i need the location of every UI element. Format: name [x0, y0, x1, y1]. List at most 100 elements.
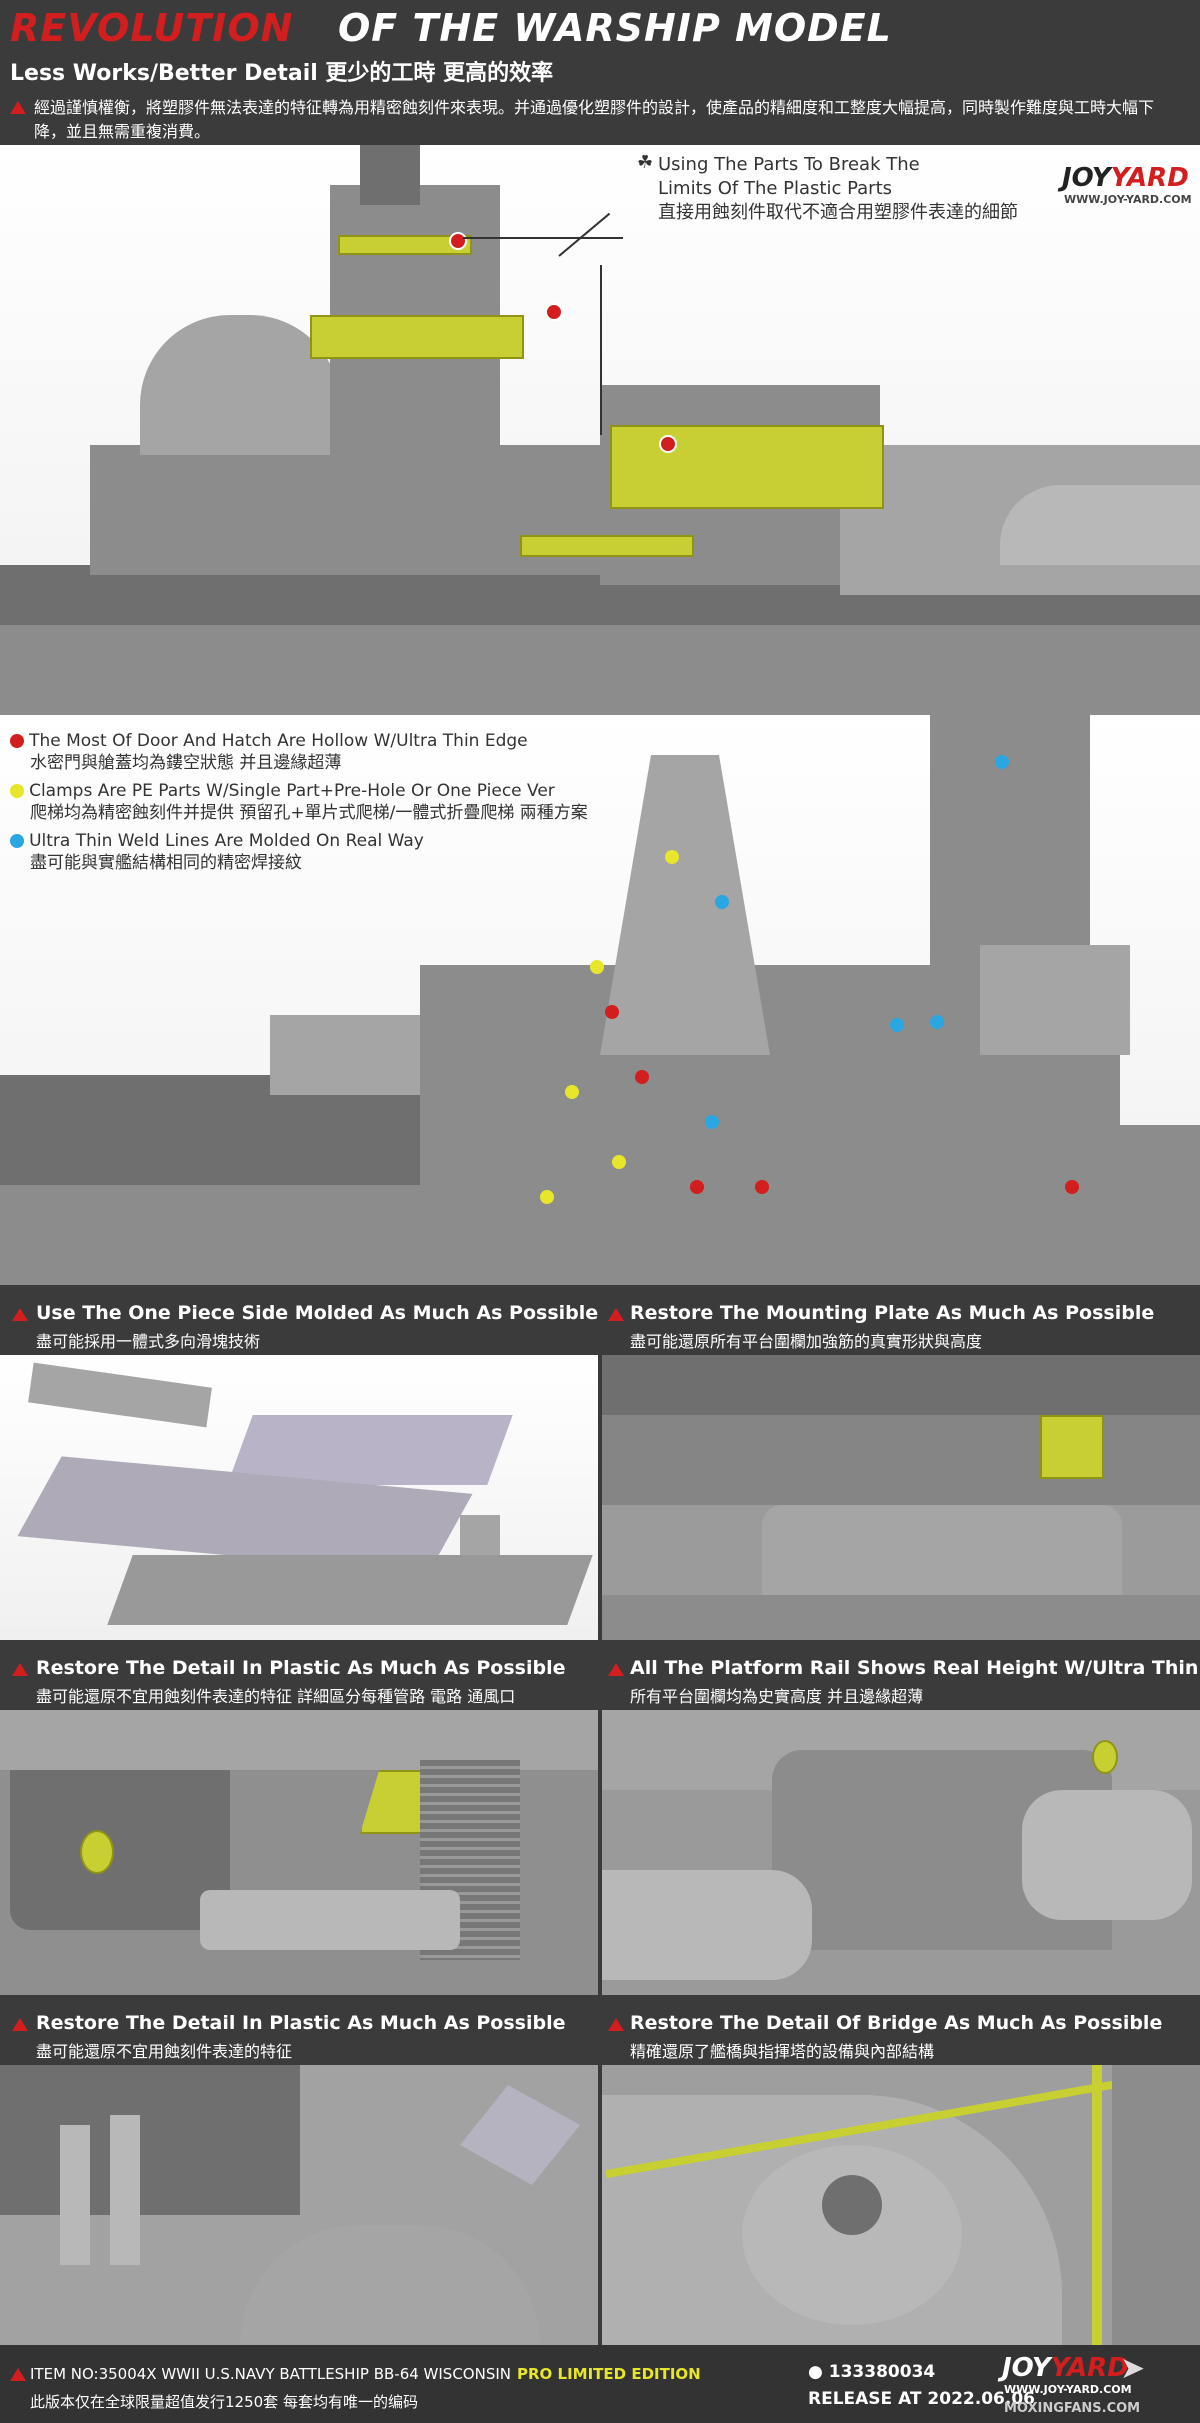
upper-platforms [602, 1355, 1200, 1415]
marker-yellow [565, 1085, 579, 1099]
warning-triangle-icon [10, 2368, 26, 2381]
marker-blue [890, 1018, 904, 1032]
joyyard-logo-footer: JOYYARD [1002, 2353, 1129, 2383]
header: REVOLUTION OF THE WARSHIP MODEL Less Wor… [0, 0, 1200, 145]
title-revolution: REVOLUTION [10, 6, 294, 50]
turret-aft [1000, 485, 1200, 565]
limited-notice: 此版本仅在全球限量超值发行1250套 每套均有唯一的编码 [30, 2393, 418, 2411]
pro-limited-edition: PRO LIMITED EDITION [517, 2365, 701, 2383]
pe-bridge-windows [610, 425, 884, 509]
callout-text: Using The Parts To Break The Limits Of T… [658, 154, 1018, 223]
warning-triangle-icon [608, 1308, 624, 1321]
intro-text: 經過謹慎權衡，將塑膠件無法表達的特征轉為用精密蝕刻件來表現。并通過優化塑膠件的設… [34, 98, 1155, 141]
item-number: ITEM NO:35004X WWII U.S.NAVY BATTLESHIP … [30, 2365, 511, 2383]
title-warship-model: OF THE WARSHIP MODEL [338, 6, 892, 50]
legend-zh-2: 爬梯均為精密蝕刻件并提供 預留孔+單片式爬梯/一體式折疊爬梯 兩種方案 [30, 803, 588, 823]
section-row-2 [0, 1640, 1200, 1710]
subtitle: Less Works/Better Detail 更少的工時 更高的效率 [10, 61, 554, 86]
marker-red [605, 1005, 619, 1019]
turret-left [602, 1870, 812, 1980]
section-title-1: Use The One Piece Side Molded As Much As… [36, 1302, 599, 1324]
release-date: RELEASE AT 2022.06.06 [808, 2389, 1035, 2409]
hull-part-lower [107, 1555, 593, 1625]
marker-yellow [590, 960, 604, 974]
legend-dot-red [10, 734, 24, 748]
marker-blue [995, 755, 1009, 769]
gun-mount [0, 2065, 300, 2215]
plastic-detail-image [0, 1710, 598, 1995]
legend-en-3: Ultra Thin Weld Lines Are Molded On Real… [29, 831, 424, 851]
lower-deck [602, 1595, 1200, 1640]
callout-line-1 [463, 237, 623, 239]
left-structure [10, 1770, 230, 1930]
warning-triangle-icon [10, 101, 26, 114]
legend: The Most Of Door And Hatch Are Hollow W/… [10, 730, 650, 874]
warning-triangle-icon [12, 1663, 28, 1676]
logo-url-footer: WWW.JOY-YARD.COM [1004, 2383, 1132, 2396]
pe-figure [1092, 1740, 1118, 1774]
warning-triangle-icon [608, 1663, 624, 1676]
section-sub-2: 盡可能還原所有平台圍欄加強筋的真實形狀與高度 [630, 1332, 983, 1351]
callout-line-2 [558, 212, 611, 257]
marker-yellow [540, 1190, 554, 1204]
section-sub-6: 精確還原了艦橋與指揮塔的設備與內部結構 [630, 2042, 935, 2061]
marker-yellow [612, 1155, 626, 1169]
gun-tub-right [1022, 1790, 1192, 1920]
one-piece-parts-image [0, 1355, 598, 1640]
section-sub-4: 所有平台圍欄均為史實高度 并且邊緣超薄 [630, 1687, 924, 1706]
section-title-6: Restore The Detail Of Bridge As Much As … [630, 2012, 1163, 2034]
pe-rail-top [338, 235, 472, 255]
trefoil-icon: ☘ [637, 152, 654, 173]
gun-barrels [200, 1890, 460, 1950]
mounting-plate-image [602, 1355, 1200, 1640]
callout-dot-3 [659, 435, 677, 453]
marker-blue [705, 1115, 719, 1129]
small-part [460, 1515, 500, 1555]
section-title-4: All The Platform Rail Shows Real Height … [630, 1657, 1199, 1679]
warning-triangle-icon [12, 2018, 28, 2031]
section-title-2: Restore The Mounting Plate As Much As Po… [630, 1302, 1155, 1324]
detail-ship-image: The Most Of Door And Hatch Are Hollow W/… [0, 715, 1200, 1285]
pe-rail-bridge-vertical [1092, 2065, 1102, 2345]
pe-ladder [360, 1770, 424, 1834]
qq-icon: ● [808, 2362, 823, 2382]
marker-red [690, 1180, 704, 1194]
pe-deck-rail [520, 535, 694, 557]
paper-plane-icon: ➤ [1120, 2351, 1146, 2386]
legend-zh-3: 盡可能與實艦結構相同的精密焊接紋 [30, 853, 302, 873]
hero-ship-image: JOYYARD WWW.JOY-YARD.COM ☘ Using The Par… [0, 145, 1200, 715]
director-dome [140, 315, 340, 455]
gun-mount-detail-image [0, 2065, 598, 2345]
callout-dot-2 [545, 303, 563, 321]
watermark: MOXINGFANS.COM [1004, 2401, 1141, 2416]
gun-barrel [110, 2115, 140, 2265]
joyyard-logo: JOYYARD [1062, 163, 1189, 193]
director-base [742, 2145, 962, 2325]
legend-dot-yellow [10, 784, 24, 798]
twin-gun-mount [980, 945, 1130, 1055]
hull-deck [0, 615, 1200, 715]
marker-red [1065, 1180, 1079, 1194]
section-title-3: Restore The Detail In Plastic As Much As… [36, 1657, 566, 1679]
marker-yellow [665, 850, 679, 864]
gun-barrel [60, 2125, 90, 2265]
gun-tub-left [270, 1015, 430, 1095]
pe-figure [80, 1830, 114, 1874]
section-sub-3: 盡可能還原不宜用蝕刻件表達的特征 詳細區分每種管路 電路 通風口 [36, 1687, 516, 1706]
mid-platforms [602, 1415, 1200, 1505]
legend-zh-1: 水密門與艙蓋均為鏤空狀態 并且邊緣超薄 [30, 753, 342, 773]
warning-triangle-icon [12, 1308, 28, 1321]
mast [360, 145, 420, 205]
footer: ITEM NO:35004X WWII U.S.NAVY BATTLESHIP … [0, 2345, 1200, 2423]
callout-dot-1 [449, 232, 467, 250]
marker-blue [715, 895, 729, 909]
callout-line-3 [600, 265, 602, 435]
legend-en-1: The Most Of Door And Hatch Are Hollow W/… [29, 731, 528, 751]
marker-red [635, 1070, 649, 1084]
aircraft-part [460, 2085, 580, 2185]
legend-dot-blue [10, 834, 24, 848]
marker-red [755, 1180, 769, 1194]
part-strip [28, 1362, 212, 1428]
platform-rail-image [602, 1710, 1200, 1995]
section-title-5: Restore The Detail In Plastic As Much As… [36, 2012, 566, 2034]
